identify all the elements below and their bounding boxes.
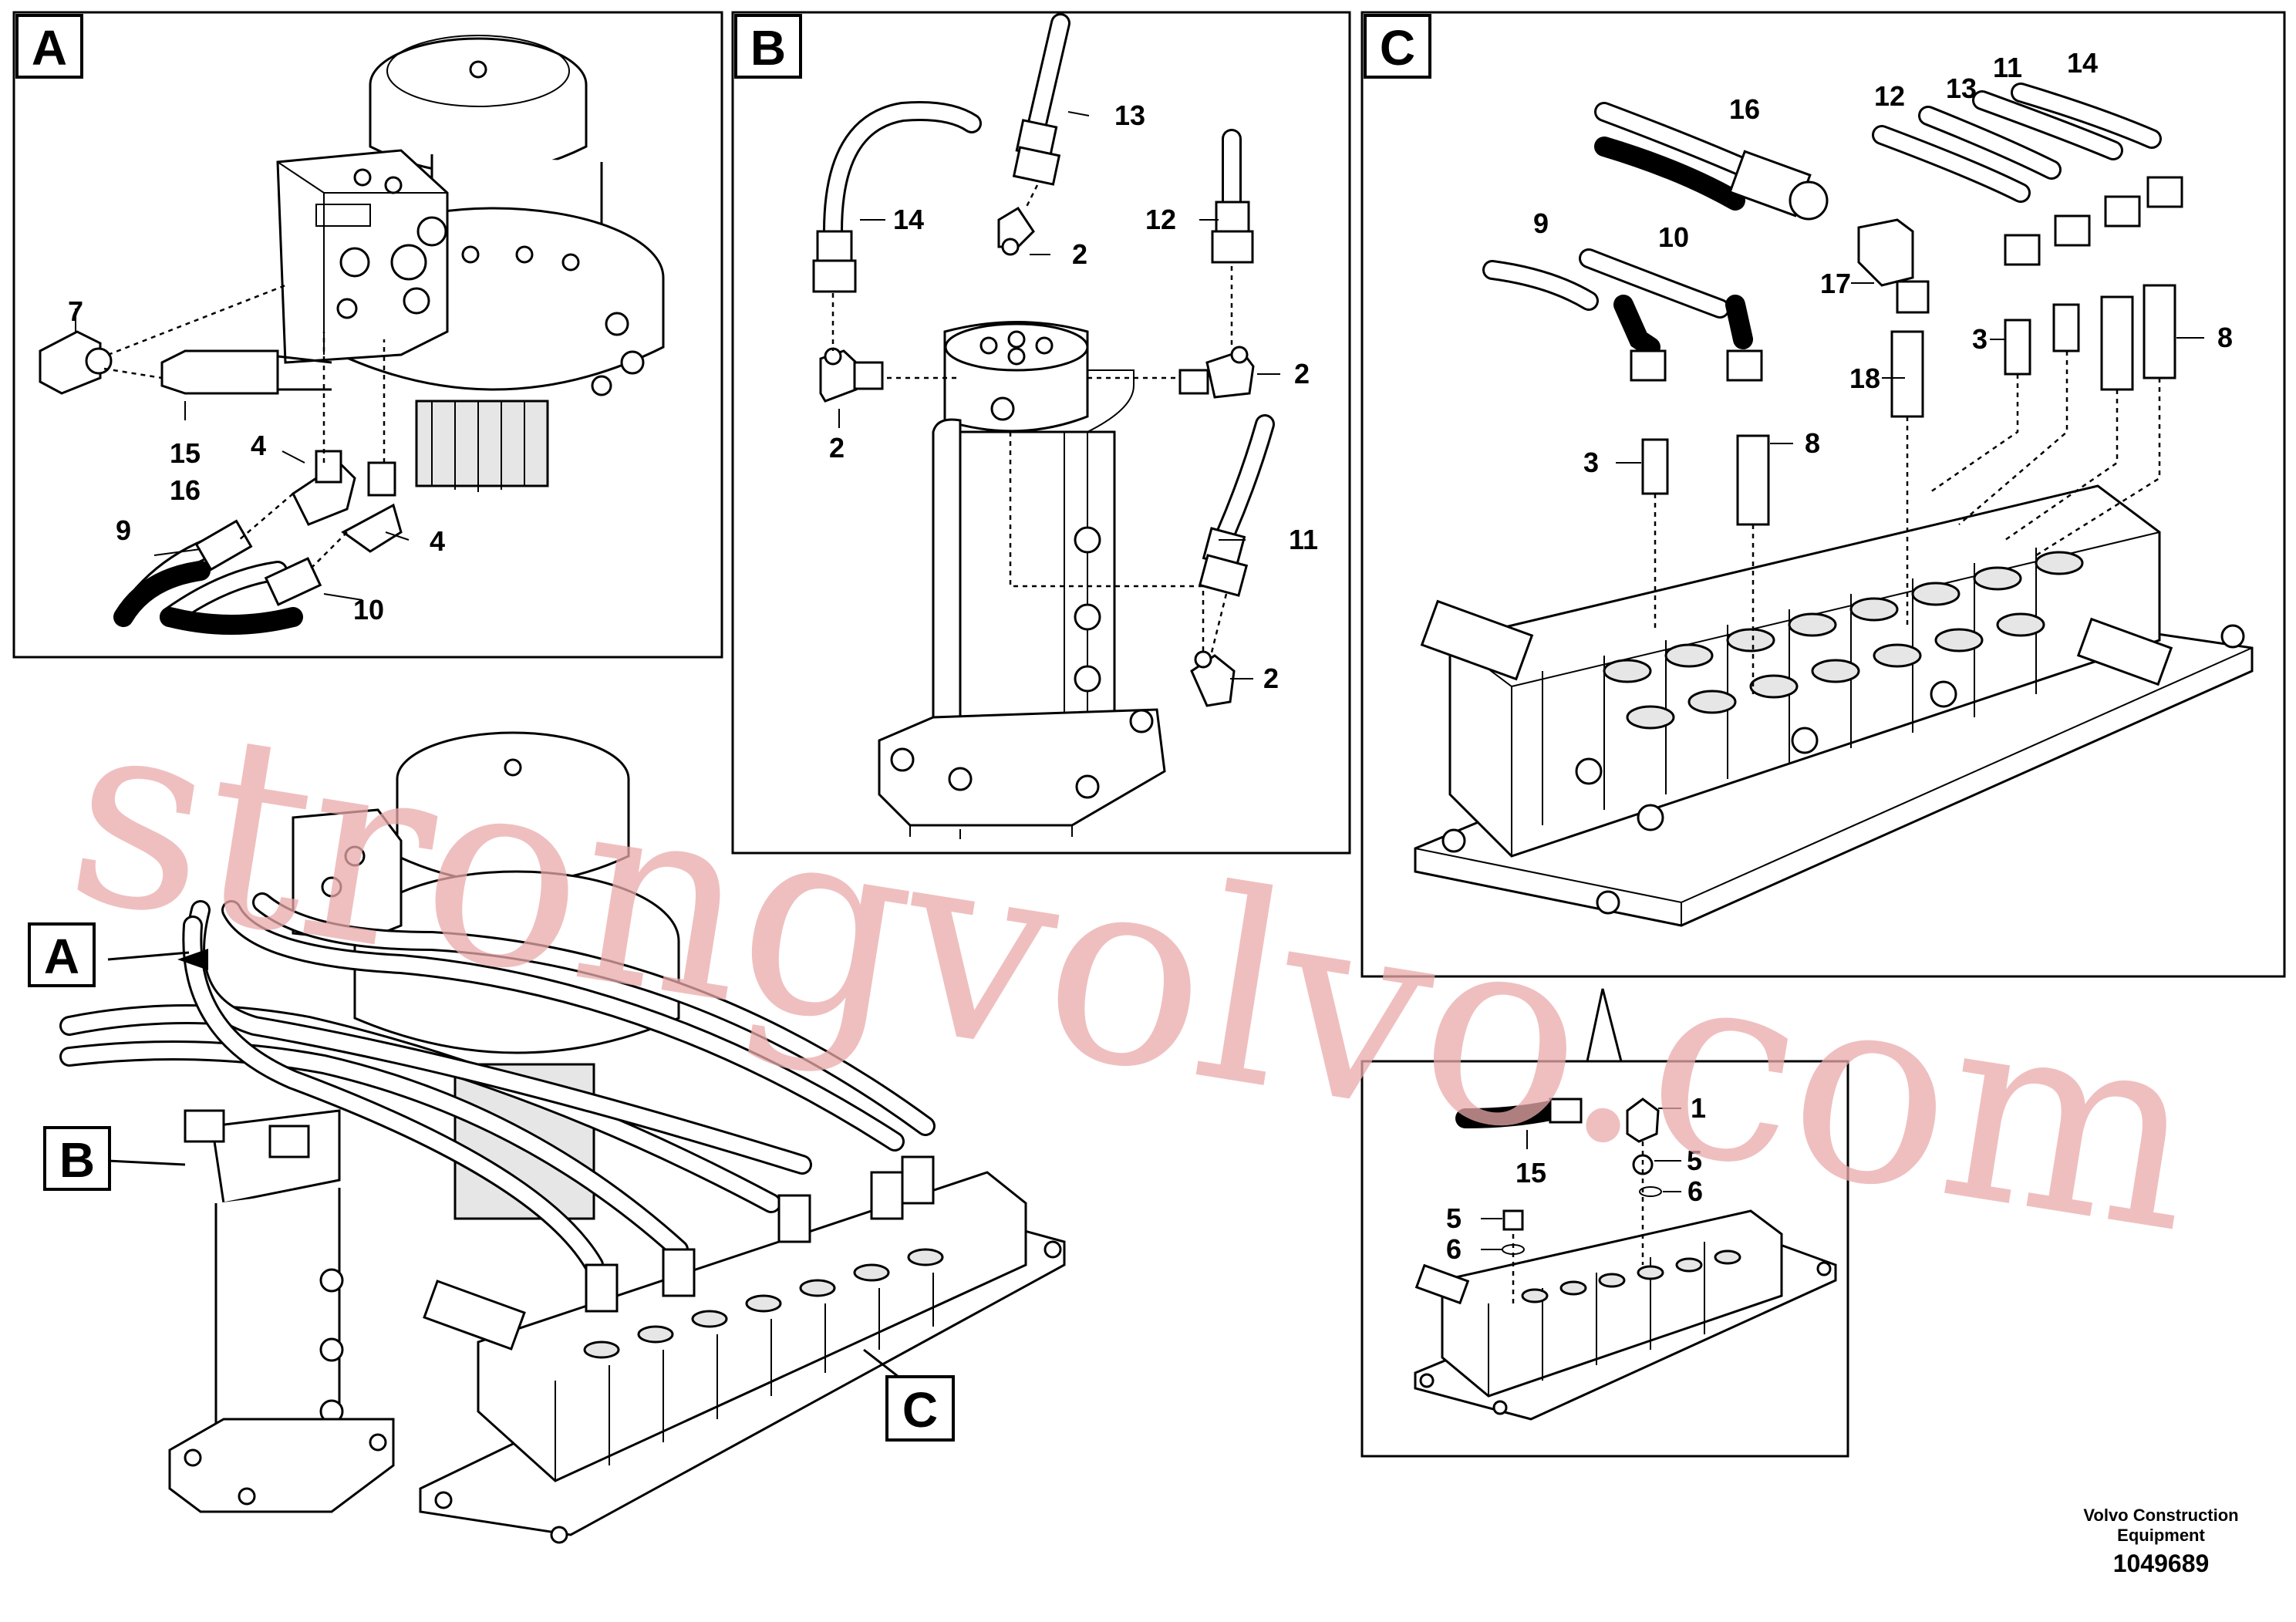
panel-b-letter-box xyxy=(734,14,802,79)
callout-c-9: 9 xyxy=(1533,207,1549,239)
callout-detail-15: 15 xyxy=(1515,1157,1546,1189)
panel-b-leader-lines xyxy=(831,111,1280,679)
callout-b-14: 14 xyxy=(893,204,924,235)
callout-detail-6-right: 6 xyxy=(1687,1175,1703,1207)
callout-c-13: 13 xyxy=(1946,73,1977,104)
callout-detail-5-right: 5 xyxy=(1687,1145,1702,1176)
overview-pointer-a-box xyxy=(28,922,96,987)
overview-pointer-c-box xyxy=(885,1375,955,1442)
detail-illustration xyxy=(1414,1098,1837,1421)
panel-a: A xyxy=(12,11,723,659)
overview-assembly: A B C xyxy=(28,731,1066,1544)
panel-a-letter: A xyxy=(32,20,67,76)
callout-detail-6-left: 6 xyxy=(1446,1233,1462,1265)
callout-b-12: 12 xyxy=(1145,204,1176,235)
callout-a-9: 9 xyxy=(116,514,131,546)
callout-c-8-right: 8 xyxy=(2217,322,2233,353)
callout-b-2-top: 2 xyxy=(1072,238,1087,270)
callout-b-11: 11 xyxy=(1289,524,1318,555)
overview-pointer-b-box xyxy=(43,1126,111,1191)
control-valve-illustration xyxy=(1414,484,2254,927)
detail-panel: 1 5 6 15 5 6 xyxy=(1360,988,1849,1458)
callout-a-4-lower: 4 xyxy=(430,525,445,557)
panel-c-hoses-and-fittings xyxy=(1482,83,2183,526)
panel-c-letter-box xyxy=(1364,14,1431,79)
callout-detail-1: 1 xyxy=(1691,1092,1706,1124)
footer: Volvo Construction Equipment 1049689 xyxy=(2083,1506,2238,1577)
swivel-joint-illustration xyxy=(878,321,1166,839)
callout-c-12: 12 xyxy=(1874,80,1905,112)
callout-detail-5-left: 5 xyxy=(1446,1202,1462,1234)
callout-b-2-left: 2 xyxy=(829,432,845,464)
callout-c-11: 11 xyxy=(1993,52,2022,83)
callout-b-2-bottom: 2 xyxy=(1263,663,1279,694)
callout-a-4-upper: 4 xyxy=(251,430,266,461)
panel-b-fittings xyxy=(812,13,1275,707)
panel-a-leader-lines xyxy=(75,284,410,601)
callout-c-17: 17 xyxy=(1820,268,1851,299)
callout-a-16: 16 xyxy=(170,474,201,506)
callout-c-3-left: 3 xyxy=(1583,447,1599,478)
overview-pointer-a: A xyxy=(44,929,79,984)
panel-b-letter: B xyxy=(750,20,786,76)
overview-illustration xyxy=(59,731,1066,1544)
footer-brand-line2: Equipment xyxy=(2117,1526,2205,1545)
panel-c-leader-lines xyxy=(1616,282,2204,694)
callout-c-18: 18 xyxy=(1849,363,1880,394)
callout-c-14: 14 xyxy=(2067,47,2098,79)
panel-c-letter: C xyxy=(1380,20,1415,76)
callout-c-16: 16 xyxy=(1729,93,1760,125)
panel-b: B xyxy=(731,11,1351,855)
panel-a-letter-box xyxy=(15,14,83,79)
overview-pointer-b: B xyxy=(59,1132,95,1188)
callout-c-10: 10 xyxy=(1658,221,1689,253)
callout-b-2-right: 2 xyxy=(1294,358,1310,389)
footer-drawing-number: 1049689 xyxy=(2113,1549,2210,1577)
callout-b-13: 13 xyxy=(1114,99,1145,131)
overview-pointer-c: C xyxy=(902,1382,938,1438)
callout-a-7: 7 xyxy=(68,295,83,327)
callout-c-3-right: 3 xyxy=(1972,323,1988,355)
callout-a-15: 15 xyxy=(170,437,201,469)
swing-motor-illustration xyxy=(276,35,665,492)
callout-c-8-left: 8 xyxy=(1805,427,1820,459)
footer-brand-line1: Volvo Construction xyxy=(2083,1506,2238,1525)
panel-a-fittings xyxy=(39,330,403,635)
panel-c: C xyxy=(1360,11,2286,978)
callout-a-10: 10 xyxy=(353,594,384,626)
